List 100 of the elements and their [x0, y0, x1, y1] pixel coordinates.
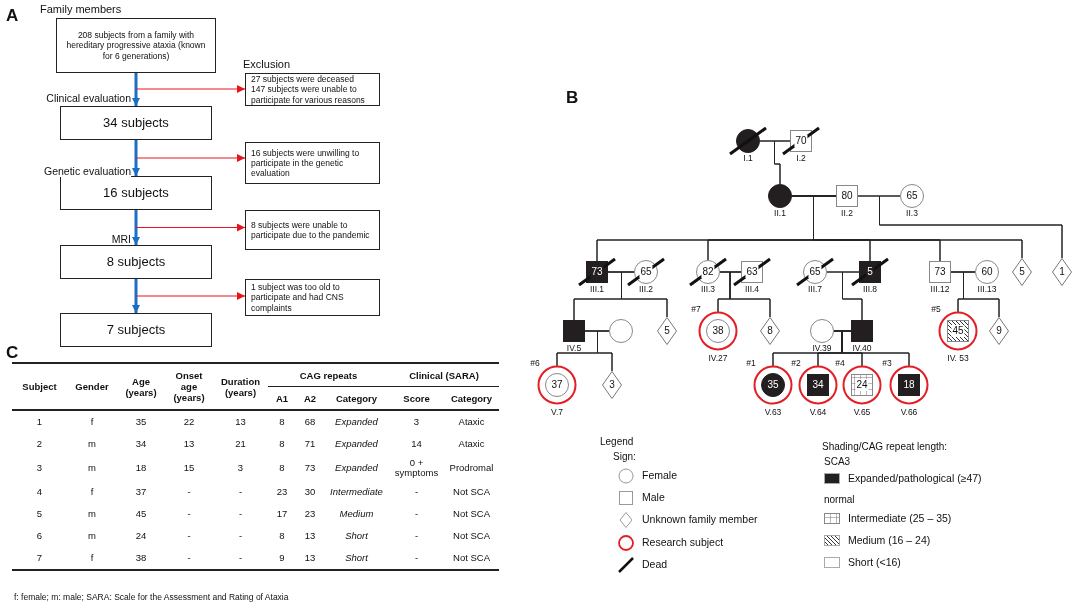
- number-label: 45: [951, 325, 965, 337]
- table-cell-text: 13: [303, 528, 317, 543]
- table-cell-text: -: [413, 528, 420, 543]
- legend-text: Male: [642, 491, 665, 503]
- individual-id: III.13: [977, 284, 997, 294]
- arrow: [132, 73, 140, 106]
- table-cell-text: Expanded: [334, 460, 379, 475]
- legend-text: Medium (16 – 24): [848, 534, 931, 546]
- table-cell-text: f: [89, 484, 95, 499]
- column-header: Gender: [67, 363, 117, 410]
- table-cell-text: 5: [35, 506, 44, 521]
- number-label: 35: [766, 379, 780, 391]
- table-cell-text: 2: [35, 436, 44, 451]
- male-symbol: [929, 261, 951, 283]
- table-cell-text: 18: [134, 460, 148, 475]
- table-cell: f: [67, 410, 117, 433]
- table-cell-text: 4: [35, 484, 44, 499]
- descent-line: [963, 271, 1000, 318]
- female-symbol: [698, 311, 738, 351]
- edge-label: MRI: [111, 233, 131, 245]
- male-symbol: [938, 311, 978, 351]
- table-cell: -: [165, 547, 213, 570]
- table-cell-text: 8: [278, 436, 286, 451]
- number-label: 38: [711, 325, 725, 337]
- female-symbol: [537, 365, 577, 405]
- number-label: 8: [766, 325, 774, 337]
- table-cell-text: 14: [410, 436, 423, 451]
- subject-number: #3: [882, 358, 892, 368]
- individual-id: IV.27: [708, 353, 728, 363]
- legend-text: Expanded/pathological (≥47): [848, 472, 982, 484]
- arrow: [132, 140, 140, 176]
- individual-id: V.63: [764, 407, 782, 417]
- table-cell-text: Not SCA: [452, 528, 491, 543]
- legend-text: Dead: [642, 558, 668, 570]
- table-cell-text: -: [237, 528, 244, 543]
- unknown-member-symbol: [1052, 258, 1072, 286]
- male-symbol: [842, 365, 882, 405]
- table-cell-text: 23: [275, 484, 289, 499]
- table-cell-text: -: [186, 528, 192, 543]
- subject-number: #4: [835, 358, 845, 368]
- unknown-member-symbol: [760, 317, 780, 345]
- male-symbol: [798, 365, 838, 405]
- individual-id: III.4: [744, 284, 760, 294]
- individual-id: V.7: [551, 407, 563, 417]
- table-cell-text: -: [237, 506, 244, 521]
- female-symbol: [768, 184, 792, 208]
- table-cell-text: Short: [344, 528, 369, 543]
- table-cell-text: 8: [278, 460, 286, 475]
- table-cell: 8: [268, 410, 296, 433]
- number-label: 80: [840, 190, 854, 202]
- number-label: 5: [663, 325, 671, 337]
- individual-id: III.1: [589, 284, 605, 294]
- exclusion-box: 8 subjects were unable to participate due to the pandemic: [245, 210, 380, 250]
- individual-id: V.64: [809, 407, 827, 417]
- unknown-member-symbol: [602, 371, 622, 399]
- exclusion-box: 1 subject was too old to participate and had CNS complaints: [245, 279, 380, 316]
- arrow: [135, 85, 246, 93]
- edge-label: Genetic evaluation: [44, 165, 131, 177]
- individual-id: II.1: [774, 208, 786, 218]
- unknown-member-symbol: [657, 317, 677, 345]
- individual-id: V.65: [853, 407, 871, 417]
- female-symbol: [975, 260, 999, 284]
- edge-label: Clinical evaluation: [46, 92, 131, 104]
- table-cell: 7: [12, 547, 67, 570]
- table-cell-text: Prodromal: [448, 460, 495, 475]
- subject-number: #1: [746, 358, 756, 368]
- table-cell: 38: [117, 547, 165, 570]
- process-box: 8 subjects: [60, 245, 212, 279]
- female-symbol: [753, 365, 793, 405]
- individual-id: III.3: [700, 284, 716, 294]
- table-cell: f: [67, 547, 117, 570]
- panel-letter: C: [6, 343, 19, 363]
- arrow: [135, 292, 246, 300]
- number-label: 3: [608, 379, 616, 391]
- subject-number: #7: [691, 304, 701, 314]
- column-header: A1: [268, 386, 296, 410]
- table-cell: 9: [268, 547, 296, 570]
- table-cell: Short: [324, 547, 389, 570]
- male-symbol: [836, 185, 858, 207]
- table-cell-text: 0 + symptoms: [393, 455, 440, 480]
- number-label: 60: [980, 266, 994, 278]
- table-cell-text: -: [413, 506, 420, 521]
- column-header: Clinical (SARA): [389, 363, 499, 387]
- male-symbol: [851, 320, 873, 342]
- number-label: 34: [811, 379, 825, 391]
- table-cell-text: 13: [182, 436, 196, 451]
- descent-line: [842, 271, 863, 321]
- female-symbol: [900, 184, 924, 208]
- table-cell-text: -: [413, 484, 420, 499]
- legend-text: Female: [642, 469, 677, 481]
- unknown-member-symbol: [989, 317, 1009, 345]
- table-cell-text: 45: [134, 506, 148, 521]
- table-cell: Ataxic: [444, 410, 499, 433]
- individual-id: III.8: [862, 284, 878, 294]
- legend-heading: SCA3: [824, 456, 851, 467]
- table-cell-text: 24: [134, 528, 148, 543]
- table-cell-text: Medium: [338, 506, 375, 521]
- individual-id: III.12: [930, 284, 950, 294]
- table-cell-text: 30: [303, 484, 317, 499]
- number-label: 5: [1018, 266, 1026, 278]
